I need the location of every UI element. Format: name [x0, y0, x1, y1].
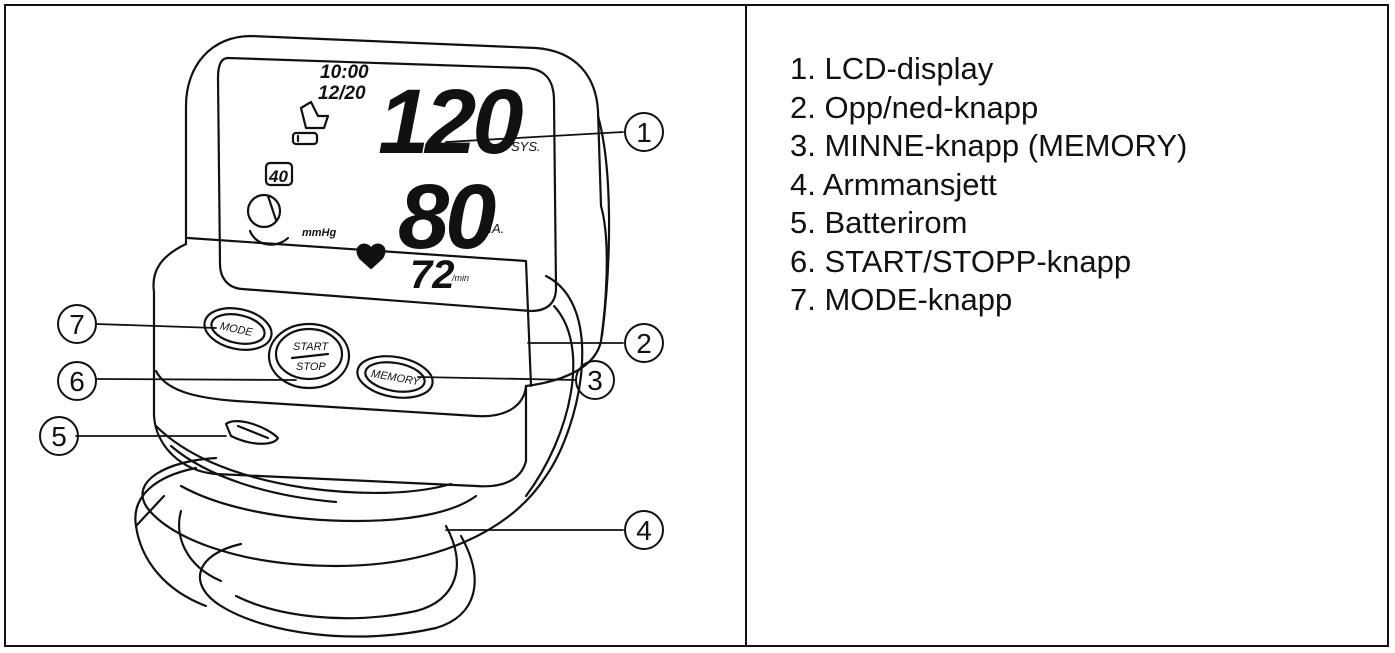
legend-item-up-down-button: 2. Opp/ned-knapp [790, 89, 1039, 125]
memory-number-box [264, 161, 294, 187]
monitor-housing [152, 34, 611, 488]
column-divider [745, 4, 747, 647]
legend-item-lcd-display: 1. LCD-display [790, 51, 994, 86]
lcd-date: 12/20 [318, 83, 366, 104]
callout-circle-3 [575, 360, 615, 400]
start-stop-button[interactable] [267, 322, 351, 390]
callout-number-7: 7 [69, 309, 85, 340]
callout-lines [75, 131, 624, 531]
legend-item-memory-button: 3. MINNE-knapp (MEMORY) [790, 128, 1188, 163]
callout-circle-5 [39, 416, 79, 456]
legend-item-mode-button: 7. MODE-knapp [790, 282, 1013, 317]
lcd-pulse: 72 [410, 253, 455, 297]
callout-circle-4 [624, 510, 664, 550]
lcd-systolic-label: SYS. [511, 139, 541, 154]
callout-number-2: 2 [636, 328, 652, 359]
battery-compartment [224, 420, 280, 445]
mode-button-inner [210, 313, 266, 345]
callout-number-3: 3 [587, 365, 603, 396]
who-indicator-icon [246, 193, 282, 229]
start-stop-button-inner [274, 327, 344, 381]
lcd-diastolic-label: DIA. [479, 221, 504, 236]
lcd-time: 10:00 [320, 62, 369, 83]
figure-frame [4, 4, 1389, 647]
callout-number-5: 5 [51, 421, 67, 452]
arm-cuff [134, 274, 584, 638]
irregular-heartbeat-icon [299, 100, 330, 130]
lcd-diastolic: 80 [398, 166, 496, 268]
callout-circle-1 [624, 112, 664, 152]
heart-icon [356, 243, 386, 270]
stop-button-label: STOP [296, 361, 326, 373]
lcd-display [216, 56, 558, 313]
callout-circle-7 [57, 304, 97, 344]
legend-item-arm-cuff: 4. Armmansjett [790, 166, 997, 202]
mode-button[interactable] [201, 302, 276, 355]
legend-item-battery-compartment: 5. Batterirom [790, 205, 968, 240]
callout-circle-6 [57, 361, 97, 401]
callout-number-1: 1 [636, 117, 652, 148]
legend-item-start-stop-button: 6. START/STOPP-knapp [790, 243, 1132, 279]
lcd-memory-number: 40 [268, 167, 288, 186]
blood-pressure-monitor-diagram: 10:00 12/20 40 mmHg 120 SYS. 80 DIA. 72 … [39, 34, 664, 638]
start-button-label: START [293, 341, 329, 353]
memory-button-inner [364, 361, 426, 393]
lcd-unit: mmHg [302, 227, 337, 239]
callout-number-6: 6 [69, 366, 85, 397]
parts-legend: 1. LCD-display 2. Opp/ned-knapp 3. MINNE… [790, 50, 1187, 320]
callout-circle-2 [624, 323, 664, 363]
battery-icon [291, 131, 319, 146]
mode-button-label: MODE [219, 320, 254, 339]
memory-button[interactable] [354, 351, 436, 404]
callout-number-4: 4 [636, 515, 652, 546]
lcd-pulse-unit: /min [451, 273, 469, 283]
lcd-systolic: 120 [378, 71, 523, 173]
